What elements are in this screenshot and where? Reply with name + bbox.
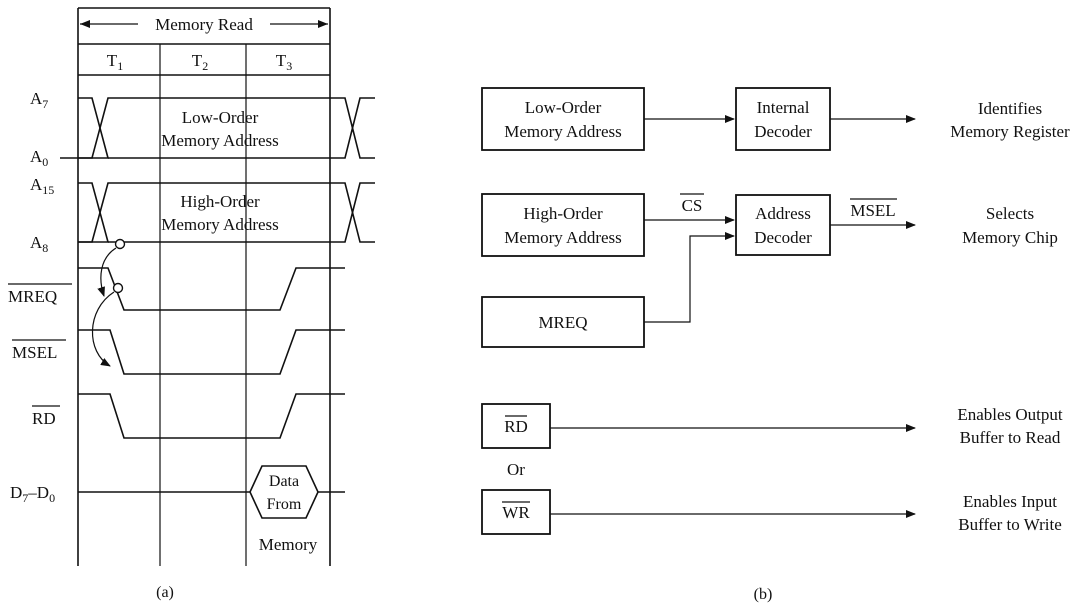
high-address-label-line1: High-Order bbox=[180, 192, 260, 211]
internal-decoder-box bbox=[735, 87, 831, 151]
caption-a: (a) bbox=[156, 584, 174, 601]
arrowhead-right bbox=[318, 20, 328, 28]
block-diagram: Low-Order Memory Address Internal Decode… bbox=[481, 87, 1070, 603]
enables-output-line2: Buffer to Read bbox=[960, 428, 1061, 447]
label-mreq: MREQ bbox=[8, 287, 57, 306]
msel-block-label: MSEL bbox=[850, 201, 895, 220]
mreq-box-label: MREQ bbox=[538, 313, 587, 332]
label-a0: A0 bbox=[30, 147, 48, 169]
label-data-bus: D7–D0 bbox=[10, 483, 55, 505]
enables-input-line1: Enables Input bbox=[963, 492, 1057, 511]
mreq-to-msel-arrow bbox=[91, 291, 115, 367]
memory-label: Memory bbox=[259, 535, 318, 554]
state-t3: T3 bbox=[276, 51, 292, 73]
wr-box bbox=[481, 489, 551, 535]
identifies-line2: Memory Register bbox=[950, 122, 1070, 141]
data-label-line1: Data bbox=[269, 473, 299, 490]
mreq-waveform bbox=[78, 267, 345, 311]
low-address-label-line1: Low-Order bbox=[182, 108, 259, 127]
a8-to-mreq-arrow bbox=[97, 247, 117, 297]
label-a7: A7 bbox=[30, 89, 48, 111]
caption-b: (b) bbox=[754, 586, 773, 603]
selects-line1: Selects bbox=[986, 204, 1034, 223]
address-decoder-line2: Decoder bbox=[754, 228, 812, 247]
address-decoder-box bbox=[735, 194, 831, 256]
data-from-memory-hexagon bbox=[249, 465, 319, 519]
address-decoder-line1: Address bbox=[755, 204, 811, 223]
identifies-line1: Identifies bbox=[978, 99, 1042, 118]
rd-waveform bbox=[78, 393, 345, 439]
state-t1: T1 bbox=[107, 51, 123, 73]
arrowhead-left bbox=[80, 20, 90, 28]
high-address-label-line2: Memory Address bbox=[161, 215, 279, 234]
memory-read-label: Memory Read bbox=[155, 15, 253, 34]
label-msel: MSEL bbox=[12, 343, 57, 362]
selects-line2: Memory Chip bbox=[962, 228, 1058, 247]
enables-output-line1: Enables Output bbox=[957, 405, 1063, 424]
internal-decoder-line2: Decoder bbox=[754, 122, 812, 141]
wr-box-label: WR bbox=[502, 503, 530, 522]
label-a8: A8 bbox=[30, 233, 48, 255]
label-rd: RD bbox=[32, 409, 56, 428]
low-address-waveform bbox=[60, 97, 375, 159]
enables-input-line2: Buffer to Write bbox=[958, 515, 1062, 534]
low-address-label-line2: Memory Address bbox=[161, 131, 279, 150]
data-label-line2: From bbox=[267, 496, 302, 513]
internal-decoder-line1: Internal bbox=[757, 98, 810, 117]
a8-cause-node bbox=[114, 238, 126, 250]
cs-label: CS bbox=[682, 196, 703, 215]
low-address-box bbox=[481, 87, 645, 151]
mreq-box bbox=[481, 296, 645, 348]
high-address-box-line1: High-Order bbox=[523, 204, 603, 223]
high-address-waveform bbox=[78, 182, 375, 243]
rd-box bbox=[481, 403, 551, 449]
label-a15: A15 bbox=[30, 175, 54, 197]
mreq-to-decoder-arrow bbox=[644, 232, 735, 323]
high-address-box-line2: Memory Address bbox=[504, 228, 622, 247]
low-address-box-line2: Memory Address bbox=[504, 122, 622, 141]
low-address-box-line1: Low-Order bbox=[525, 98, 602, 117]
or-label: Or bbox=[507, 460, 525, 479]
state-t2: T2 bbox=[192, 51, 208, 73]
rd-box-label: RD bbox=[504, 417, 528, 436]
msel-waveform bbox=[78, 329, 345, 375]
timing-diagram: Memory Read T1 T2 T3 A7 A0 A15 A8 MREQ M… bbox=[8, 7, 375, 601]
mreq-cause-node bbox=[112, 282, 124, 294]
high-address-box bbox=[481, 193, 645, 257]
